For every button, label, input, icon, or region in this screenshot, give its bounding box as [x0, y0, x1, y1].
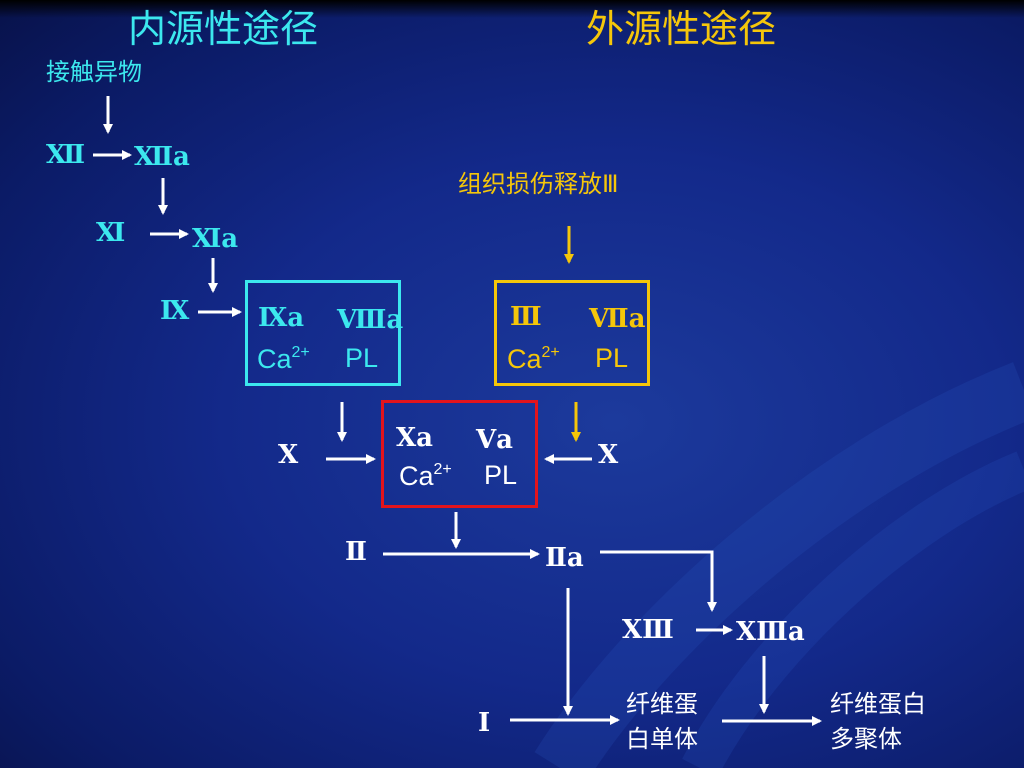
thrombin-factor-2a: Ⅱa: [545, 543, 584, 573]
factor-10-left: Ⅹ: [278, 440, 299, 470]
factor-13a: ⅩⅢa: [736, 617, 805, 647]
fibrin-monomer-line1: 纤维蛋: [626, 690, 698, 718]
extrinsic-calcium-label: Ca2+: [507, 344, 560, 374]
factor-9: Ⅸ: [160, 296, 190, 326]
tissue-injury-release-factor-3: 组织损伤释放Ⅲ: [458, 170, 619, 198]
fibrinogen-factor-1: Ⅰ: [478, 708, 491, 738]
intrinsic-tenase-complex-box: [245, 280, 401, 386]
factor-7a: Ⅶa: [589, 304, 646, 334]
common-phospholipid-label: PL: [484, 460, 518, 490]
factor-11a: Ⅺa: [192, 224, 239, 254]
intrinsic-pathway-title: 内源性途径: [128, 7, 319, 51]
factor-10-right: Ⅹ: [598, 440, 619, 470]
factor-13: ⅩⅢ: [622, 615, 674, 645]
factor-5a: Ⅴa: [476, 425, 514, 455]
intrinsic-phospholipid-label: PL: [345, 343, 379, 373]
factor-11: Ⅺ: [96, 218, 126, 248]
factor-12: Ⅻ: [46, 140, 86, 170]
prothrombin-factor-2: Ⅱ: [345, 537, 367, 567]
factor-10a: Ⅹa: [396, 423, 434, 453]
factor-12a: Ⅻa: [134, 142, 190, 172]
intrinsic-calcium-label: Ca2+: [257, 344, 310, 374]
prothrombinase-complex-box: [381, 400, 538, 508]
arrow-2a-to-13a: [600, 550, 717, 612]
contact-foreign-surface: 接触异物: [46, 58, 142, 86]
fibrin-polymer-line2: 多聚体: [830, 725, 902, 753]
common-calcium-label: Ca2+: [399, 461, 452, 491]
extrinsic-phospholipid-label: PL: [595, 343, 629, 373]
factor-9a: Ⅸa: [258, 303, 305, 333]
fibrin-monomer-line2: 白单体: [626, 725, 698, 753]
factor-3: Ⅲ: [510, 302, 542, 332]
fibrin-polymer-line1: 纤维蛋白: [830, 690, 926, 718]
extrinsic-pathway-title: 外源性途径: [586, 7, 777, 51]
factor-8a: Ⅷa: [337, 305, 404, 335]
top-shadow: [0, 0, 1024, 18]
extrinsic-tenase-complex-box: [494, 280, 650, 386]
